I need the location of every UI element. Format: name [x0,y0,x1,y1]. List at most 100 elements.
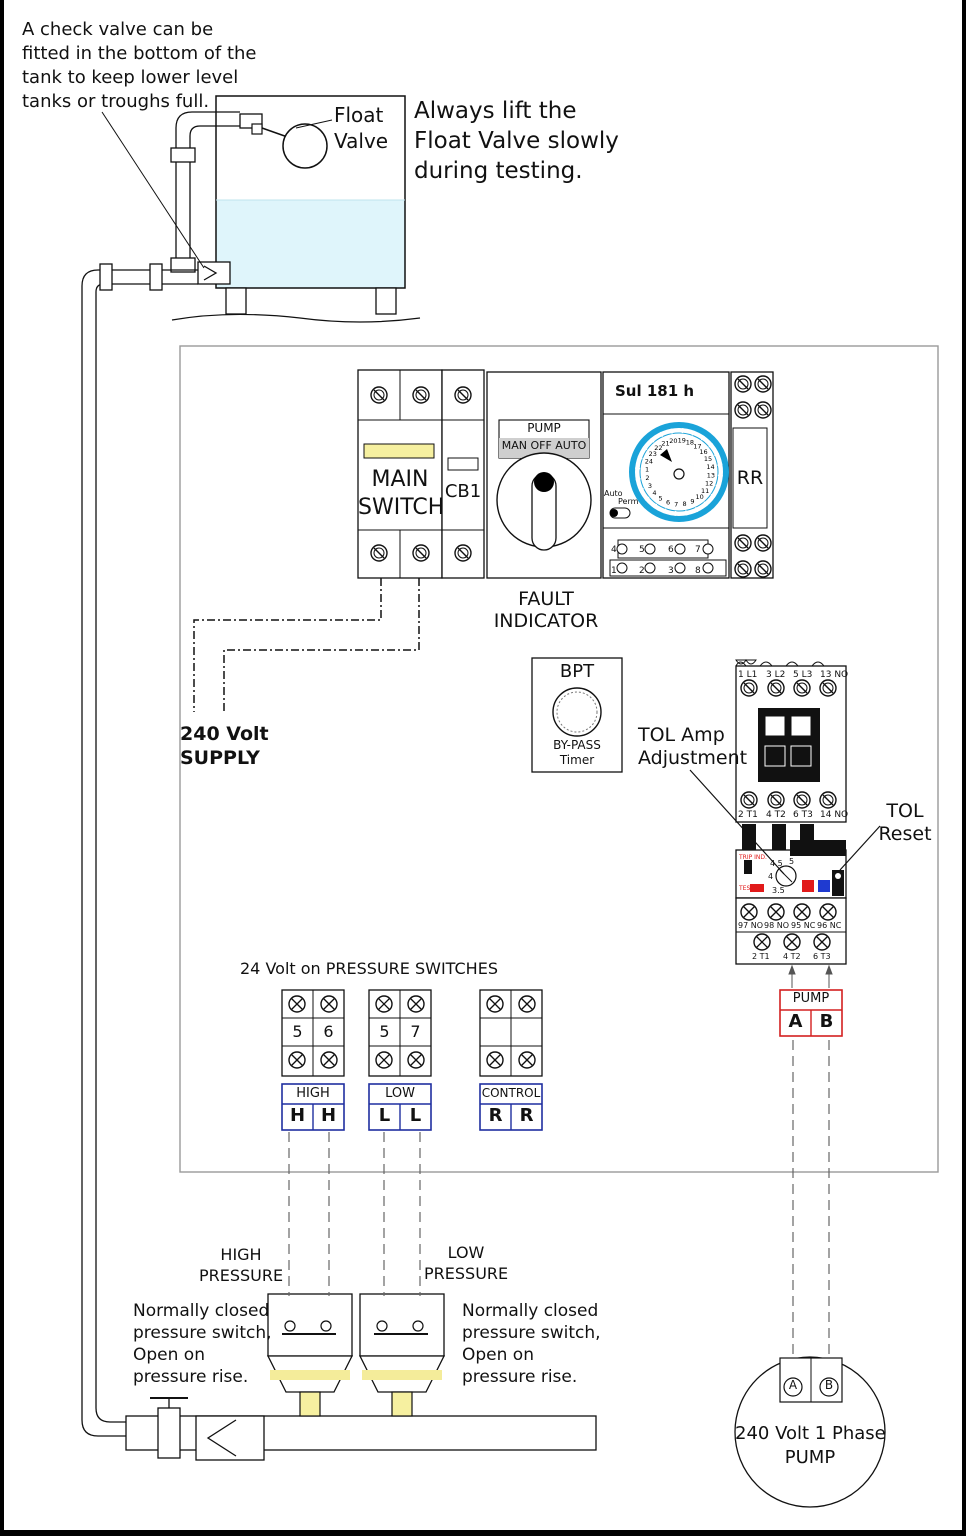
dial-number: 9 [690,498,694,506]
right-frame-edge [962,0,966,1536]
dial-number: 23 [649,450,657,458]
tol-scale-4: 3.5 [772,886,785,895]
check-valve-note: A check valve can be fitted in the botto… [22,19,257,112]
dial-tick [703,501,708,507]
dial-number: 2 [645,474,649,482]
dial-number: 22 [654,444,662,452]
contactor [735,659,847,823]
tol-amp-label: TOL Amp Adjustment [638,724,748,769]
dial-number: 19 [678,437,686,445]
supply-pipe [81,263,198,1420]
tol-scale-1: 4.5 [770,859,783,868]
pump-terminal-title: PUMP [792,991,830,1006]
overload-output-3: 6 T3 [813,952,831,961]
dial-tick [717,463,723,466]
switch-note-left: Normally closed pressure switch, Open on… [133,1301,272,1387]
terminal-group-label-high: HIGH [296,1086,330,1101]
supply-wiring [193,578,420,712]
timer-terminal-bottom-4: 8 [695,566,701,576]
overload-terminal-1: 97 NO [738,921,764,930]
contactor-terminal-bottom-1: 2 T1 [738,810,758,820]
tol-scale-2: 5 [789,857,795,866]
motor-terminal-b: B [824,1378,834,1392]
pump-selector-title: PUMP [527,421,561,435]
main-switch [357,369,443,579]
dial-number: 5 [659,495,663,503]
contactor-terminal-bottom-3: 6 T3 [793,810,813,820]
contactor-terminal-top-2: 3 L2 [766,670,786,680]
dial-tick [691,430,695,436]
pump-terminal-block [779,989,843,1037]
dial-number: 15 [704,455,712,463]
high-pressure-switch [266,1293,354,1417]
bottom-frame-edge [0,1530,966,1536]
switch-note-right: Normally closed pressure switch, Open on… [462,1301,601,1387]
dial-number: 12 [705,479,713,487]
tol-scale-3: 4 [768,872,774,881]
contactor-terminal-top-3: 5 L3 [793,670,813,680]
water-tank [171,95,421,323]
tol-reset-label: TOL Reset [878,800,932,845]
dial-number: 13 [707,471,715,479]
lift-warning-note: Always lift the Float Valve slowly durin… [414,98,619,184]
dial-number: 4 [652,489,656,497]
overload-output-2: 4 T2 [783,952,801,961]
dial-number: 6 [666,499,670,507]
dial-tick [638,487,645,492]
pump-terminal-b: B [819,1011,834,1032]
dial-tick [650,437,655,443]
terminal-block-high [281,989,345,1131]
main-switch-label: MAIN SWITCH [358,467,445,520]
timer-model-label: Sul 181 h [615,382,695,400]
dial-tick [713,452,720,457]
terminal-block-control [479,989,543,1131]
overload-output-1: 2 T1 [752,952,770,961]
contactor-terminal-bottom-2: 4 T2 [766,810,786,820]
dial-number: 24 [645,458,653,466]
inlet-pipe [170,111,240,273]
dial-tick [685,510,688,516]
tol-reset-leader [839,825,881,871]
overload-terminal-2: 98 NO [764,921,790,930]
pump-motor [734,1356,886,1508]
timer-terminal-top-4: 7 [695,545,701,555]
timer-terminal-bottom-2: 2 [639,566,645,576]
terminal-group-label-control: CONTROL [481,1086,541,1100]
dial-tick [644,496,650,501]
dial-number: 1 [645,466,649,474]
terminal-letter: H [289,1105,306,1126]
dial-tick [663,508,667,514]
dial-tick [708,443,714,448]
motor-terminal-a: A [788,1378,798,1392]
fault-indicator-label: FAULT INDICATOR [493,588,599,632]
terminal-number: 7 [410,1022,421,1041]
timer-terminal-top-2: 5 [639,545,645,555]
tol-amp-leader [689,769,785,875]
dial-number: 11 [701,487,709,495]
overload-terminal-4: 96 NC [817,921,842,930]
check-valve [197,261,231,285]
bpt-subtitle: BY-PASS Timer [553,738,601,767]
contactor-terminal-top-4: 13 NO [820,670,849,680]
dial-number: 8 [683,500,687,508]
supply-label: 240 Volt SUPPLY [180,723,269,769]
dial-number: 18 [686,438,694,446]
dial-number: 3 [648,482,652,490]
timer-terminal-bottom-3: 3 [668,566,674,576]
dial-tick [715,484,721,488]
overload-terminal-3: 95 NC [791,921,816,930]
terminal-letter: L [409,1105,422,1126]
terminal-number: 6 [323,1022,334,1041]
terminal-number: 5 [292,1022,303,1041]
timer-terminal-top-1: 4 [611,545,617,555]
pump-selector-switch [486,371,602,579]
timer-auto-label: Auto [604,489,623,498]
low-pressure-switch [358,1293,446,1417]
pump-motor-label: 240 Volt 1 Phase PUMP [735,1423,886,1468]
pump-terminal-a: A [788,1011,803,1032]
dial-tick [710,493,716,498]
dial-number: 21 [661,440,669,448]
terminal-letter: R [519,1105,534,1126]
